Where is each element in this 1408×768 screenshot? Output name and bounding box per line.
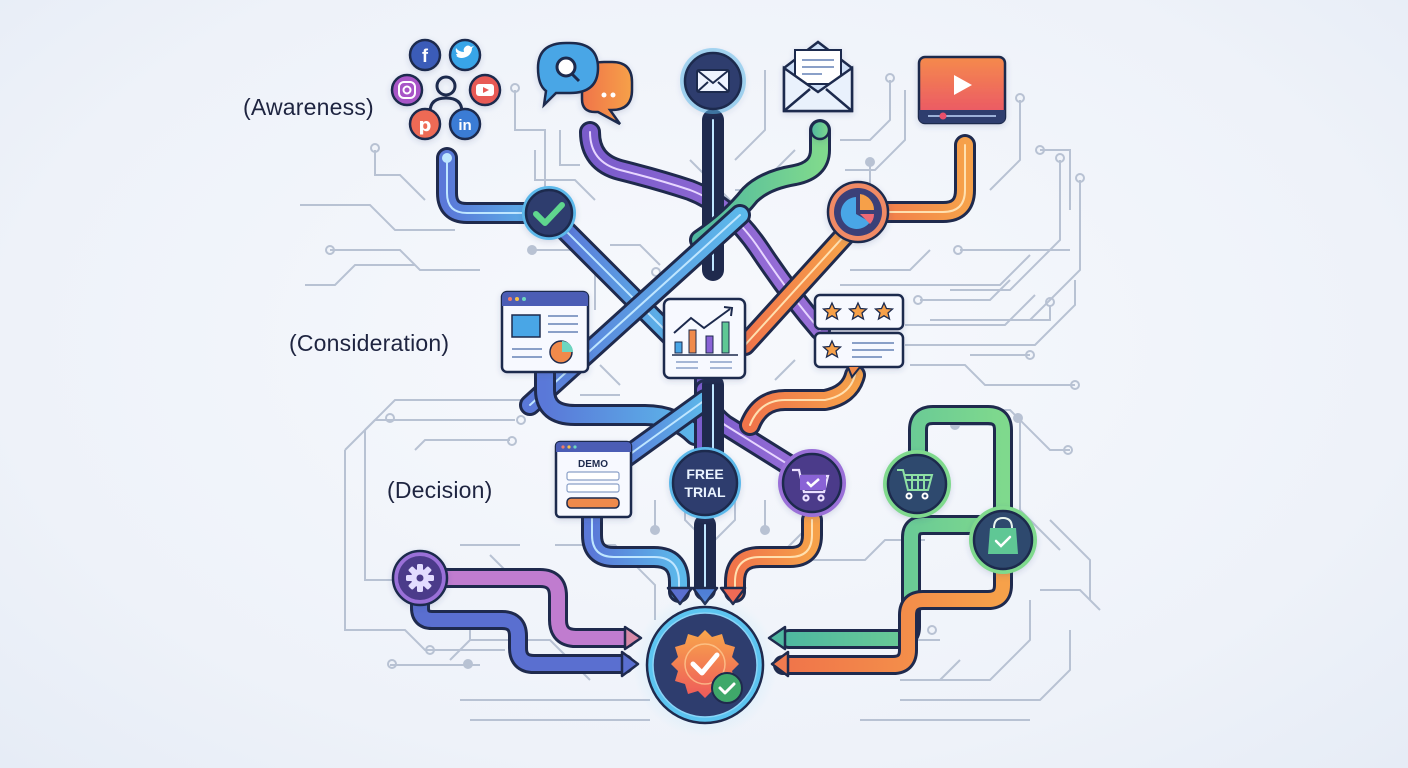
conversion-badge-node xyxy=(633,593,777,737)
arrow-left-pink xyxy=(623,625,643,651)
linkedin-icon: in xyxy=(448,107,482,141)
video-player-node xyxy=(917,55,1007,125)
pie-chart-icon xyxy=(840,194,875,229)
webpage-content-node xyxy=(500,290,590,374)
svg-text:p: p xyxy=(419,115,432,136)
stage-label-consideration: (Consideration) xyxy=(289,330,450,356)
shopping-bag-node xyxy=(969,506,1037,574)
pie-icon xyxy=(549,340,573,364)
free-trial-line2: TRIAL xyxy=(684,484,726,500)
settings-gear-node xyxy=(391,549,449,607)
stage-label-awareness: (Awareness) xyxy=(243,94,374,120)
bag-check-icon xyxy=(988,516,1018,554)
svg-text:in: in xyxy=(458,117,471,134)
user-icon xyxy=(428,75,464,113)
checkmark-node xyxy=(522,186,576,240)
demo-form-node: DEMO xyxy=(554,440,633,519)
twitter-icon xyxy=(448,38,482,72)
pie-chart-node xyxy=(826,180,890,244)
search-chat-bubbles xyxy=(536,41,634,126)
stars-icon xyxy=(821,301,895,359)
arrow-left-blue xyxy=(620,650,640,678)
play-icon xyxy=(954,75,972,95)
bar-chart-trend-icon xyxy=(672,306,738,356)
svg-text:f: f xyxy=(422,46,429,66)
cart-check-icon xyxy=(792,468,830,502)
newsletter-envelope-node xyxy=(782,40,854,141)
pipe-orange-bag xyxy=(773,555,1013,675)
social-media-cluster: f p in xyxy=(390,38,502,141)
arrowheads xyxy=(620,586,790,678)
circuit-traces xyxy=(300,70,1101,721)
email-circle-node xyxy=(680,48,746,114)
facebook-icon: f xyxy=(408,38,442,72)
reviews-rating-node xyxy=(813,293,905,379)
pinterest-icon: p xyxy=(408,107,442,141)
badge-check-icon xyxy=(671,630,743,704)
check-icon xyxy=(533,202,565,226)
cart-icon xyxy=(897,469,934,500)
demo-title: DEMO xyxy=(578,459,608,470)
arrow-right-orange xyxy=(770,650,790,678)
cart-check-node xyxy=(778,449,846,517)
gear-icon xyxy=(406,564,434,592)
arrow-right-green xyxy=(767,625,787,651)
search-icon xyxy=(555,56,581,83)
youtube-icon xyxy=(468,73,502,107)
instagram-icon xyxy=(390,73,424,107)
arrow-down-cart xyxy=(719,586,747,606)
flow-pipes xyxy=(410,109,1013,675)
analytics-chart-node xyxy=(662,297,747,380)
envelope-icon xyxy=(696,69,730,93)
free-trial-line1: FREE xyxy=(686,466,723,482)
free-trial-node: FREE TRIAL xyxy=(669,447,741,519)
open-envelope-icon xyxy=(782,40,854,113)
shopping-cart-node xyxy=(883,450,951,518)
stage-label-decision: (Decision) xyxy=(387,477,493,503)
pipe-endpoint xyxy=(442,153,452,163)
